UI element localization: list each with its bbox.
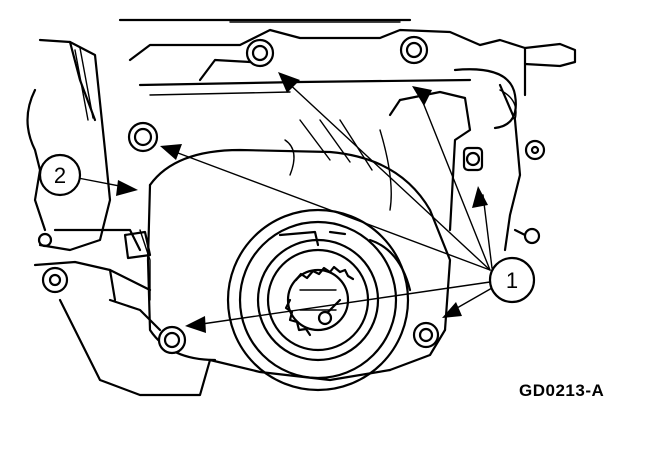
bolt-right — [462, 146, 484, 172]
callout-1-leaders — [160, 72, 493, 333]
bolt-left — [127, 121, 159, 153]
bolt-bottom-left — [157, 325, 187, 355]
bolt-top-right — [399, 35, 429, 65]
callout-2-leader — [77, 177, 138, 196]
bolt-top-left — [245, 38, 275, 68]
starter-motor — [146, 119, 452, 392]
callout-1-label: 1 — [506, 268, 518, 293]
engine-housing — [26, 18, 577, 397]
mounting-bolts — [127, 35, 484, 355]
bolt-bottom-right — [412, 321, 440, 349]
callout-2: 2 — [38, 153, 82, 197]
figure-code-label: GD0213-A — [519, 381, 605, 400]
pinion-gear — [284, 265, 355, 337]
callout-2-label: 2 — [54, 163, 66, 188]
callout-1: 1 — [488, 256, 536, 304]
